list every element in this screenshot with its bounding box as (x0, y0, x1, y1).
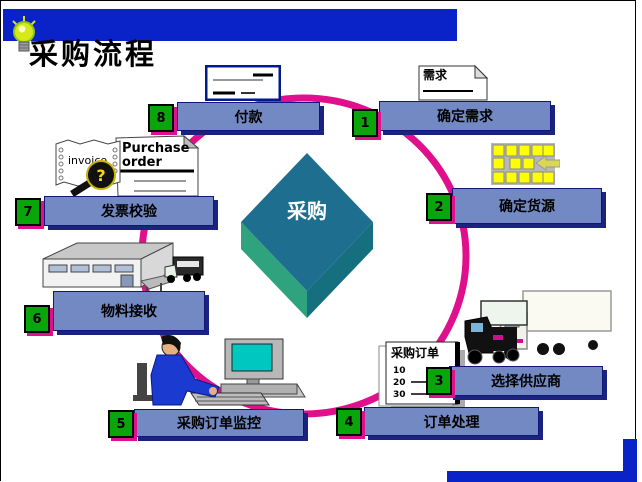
step-number-8: 8 (148, 104, 174, 132)
diamond-top-face (241, 153, 373, 291)
diamond-label: 采购 (287, 199, 327, 223)
step-number-7: 7 (15, 198, 41, 226)
step-number-5: 5 (108, 410, 134, 438)
step-number-1: 1 (352, 109, 378, 137)
step-label: 确定货源 (499, 199, 555, 215)
svg-text:order: order (122, 155, 162, 170)
step-bar-order-processing: 订单处理 (364, 407, 539, 436)
top-accent-bar (3, 9, 457, 41)
step-label: 采购订单监控 (177, 416, 261, 432)
step-number-2: 2 (426, 193, 452, 221)
step-label: 选择供应商 (491, 374, 561, 390)
step-bar-payment: 付款 (177, 102, 320, 131)
step-bar-invoice-verification: 发票校验 (44, 196, 214, 226)
check-icon (204, 64, 282, 105)
svg-text:20: 20 (393, 378, 406, 388)
svg-text:30: 30 (393, 390, 406, 400)
warehouse-icon (37, 241, 213, 297)
step-bar-determine-source: 确定货源 (452, 188, 602, 224)
step-bar-select-supplier: 选择供应商 (449, 366, 603, 396)
step-number-6: 6 (24, 305, 50, 333)
source-grid-icon (490, 142, 561, 191)
step-label: 发票校验 (101, 204, 157, 220)
diamond-right-face (307, 222, 373, 318)
page-title: 采购流程 (29, 37, 158, 71)
invoice-check-icon: Purchase order invoice ? (46, 134, 204, 204)
lightbulb-icon (8, 15, 40, 61)
corner-accent-horizontal (447, 471, 637, 482)
step-label: 确定需求 (437, 109, 493, 125)
step-bar-po-monitoring: 采购订单监控 (134, 409, 304, 437)
svg-text:?: ? (96, 166, 105, 185)
requirement-doc-icon: 需求 (417, 64, 497, 106)
trucks-icon (463, 283, 615, 371)
step-bar-goods-receipt: 物料接收 (53, 291, 205, 331)
diamond-left-face (241, 222, 307, 318)
person-computer-icon (129, 335, 307, 417)
step-label: 付款 (234, 109, 263, 126)
svg-text:采购订单: 采购订单 (390, 345, 439, 360)
step-number-4: 4 (336, 408, 362, 436)
svg-text:Purchase: Purchase (122, 141, 190, 156)
svg-text:10: 10 (393, 366, 406, 376)
step-number-3: 3 (426, 367, 452, 395)
step-bar-determine-requirements: 确定需求 (379, 101, 551, 131)
step-label: 物料接收 (101, 304, 157, 320)
step-label: 订单处理 (423, 414, 480, 431)
svg-text:需求: 需求 (423, 67, 448, 82)
